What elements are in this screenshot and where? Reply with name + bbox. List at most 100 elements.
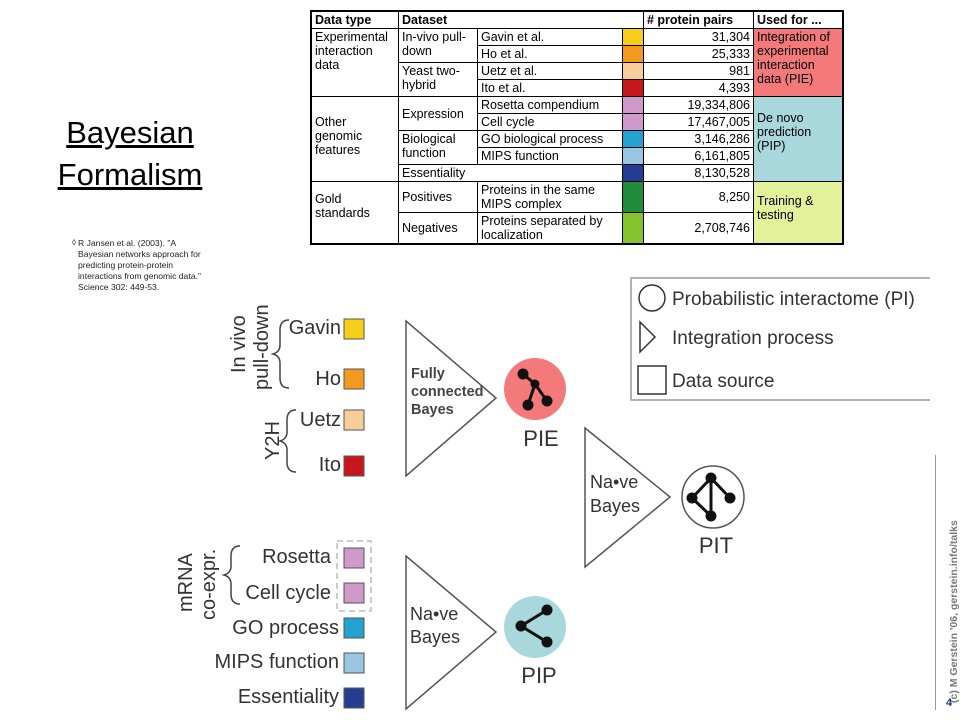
pie-node <box>504 358 566 420</box>
source-square-gavin <box>343 318 365 340</box>
source-label-go: GO process <box>232 617 339 639</box>
brace-y2h <box>277 409 297 473</box>
brace-mrna <box>221 545 241 605</box>
used-for-pie: Integration of experimental interaction … <box>753 28 844 97</box>
color-swatch <box>622 181 644 213</box>
pip-label: PIP <box>521 663 556 688</box>
process-fully-label-1: Fully <box>411 366 445 382</box>
brace-invivo <box>270 319 290 389</box>
credit-line: (c) M Gerstein '06, gerstein.info/talks <box>935 455 960 710</box>
legend-pi: Probabilistic interactome (PI) <box>672 289 915 310</box>
used-for-training: Training & testing <box>753 181 844 245</box>
table-row: Yeast two-hybrid Uetz et al. 981 <box>311 62 843 97</box>
page-number: 4 <box>946 697 953 709</box>
integration-diagram: Probabilistic interactome (PI) Integrati… <box>175 277 930 711</box>
pit-network-icon <box>686 472 736 522</box>
process-fully-label-2: connected <box>411 384 484 400</box>
dataset-name: Proteins in the same MIPS complex <box>477 181 623 213</box>
table-row: Biological function GO biological proces… <box>311 130 843 165</box>
triangle-legend-icon <box>639 320 657 354</box>
process-naive-label-1: Na•ve <box>410 604 458 624</box>
legend: Probabilistic interactome (PI) Integrati… <box>630 277 930 401</box>
process-naive-pit-label-1: Na•ve <box>590 472 638 492</box>
group-experimental: Experimental interaction data <box>310 28 399 97</box>
process-naive-pit-label-2: Bayes <box>590 496 640 516</box>
dataset-name: Gavin et al. <box>477 28 623 46</box>
data-table: Data type Dataset # protein pairs Used f… <box>310 10 844 245</box>
legend-source: Data source <box>672 371 774 392</box>
pie-network-icon <box>517 368 553 411</box>
color-swatch <box>622 45 644 63</box>
group-other: Other genomic features <box>310 96 399 182</box>
process-naive-label-2: Bayes <box>410 627 460 647</box>
table-row: Gold standards Positives Proteins in the… <box>310 181 844 245</box>
used-for-pip: De novo prediction (PIP) <box>753 96 844 182</box>
color-swatch <box>622 164 644 182</box>
process-fully-label-3: Bayes <box>411 402 454 418</box>
source-label-ho: Ho <box>315 368 341 390</box>
source-label-essentiality: Essentiality <box>238 686 339 708</box>
naive-bayes-triangle-pit <box>584 426 672 569</box>
pair-count: 8,250 <box>643 181 754 213</box>
pip-node <box>504 596 566 658</box>
source-label-gavin: Gavin <box>289 317 341 339</box>
legend-integration: Integration process <box>672 328 834 349</box>
subgroup-negatives: Negatives <box>398 212 478 245</box>
table-row: Ito et al. 4,393 <box>311 79 843 97</box>
table-row: Negatives Proteins separated by localiza… <box>311 212 843 245</box>
color-swatch <box>622 28 644 46</box>
slide-title: Bayesian Formalism <box>30 112 230 196</box>
bullet-icon: ◊ <box>72 238 76 247</box>
dataset-name: Ho et al. <box>477 45 623 63</box>
source-label-ito: Ito <box>319 454 341 476</box>
table-row: Experimental interaction data In-vivo pu… <box>310 28 844 97</box>
table-row: Essentiality 8,130,528 <box>311 164 843 182</box>
group-label-y2h: Y2H <box>262 421 284 460</box>
table-row: Cell cycle 17,467,005 <box>311 113 843 131</box>
source-square-mips <box>343 652 365 674</box>
subgroup-positives: Positives <box>398 181 478 213</box>
credit-text: (c) M Gerstein '06, gerstein.info/talks <box>948 520 960 703</box>
dataset-name: Cell cycle <box>477 113 623 131</box>
source-square-ho <box>343 368 365 390</box>
group-gold: Gold standards <box>310 181 399 245</box>
source-square-uetz <box>343 409 365 431</box>
dataset-name: MIPS function <box>477 147 623 165</box>
pair-count: 2,708,746 <box>643 212 754 245</box>
col-header-used-for: Used for ... <box>753 10 844 29</box>
source-square-ito <box>343 455 365 477</box>
mrna-group-box <box>336 540 372 612</box>
pair-count: 3,146,286 <box>643 130 754 148</box>
source-square-cellcycle <box>343 582 365 604</box>
title-line-1: Bayesian <box>66 115 194 150</box>
source-square-essentiality <box>343 687 365 709</box>
dataset-name: GO biological process <box>477 130 623 148</box>
col-header-data-type: Data type <box>310 10 399 29</box>
citation: R Jansen et al. (2003). "A Bayesian netw… <box>78 238 201 292</box>
subgroup-expression: Expression <box>398 96 478 131</box>
table-header-row: Data type Dataset # protein pairs Used f… <box>310 10 844 29</box>
source-label-mips: MIPS function <box>214 651 339 673</box>
group-label-invivo: In vivo <box>228 315 250 373</box>
naive-bayes-triangle-pip <box>405 554 498 711</box>
pair-count: 17,467,005 <box>643 113 754 131</box>
source-label-cellcycle: Cell cycle <box>245 582 331 604</box>
pit-node <box>681 465 745 529</box>
pair-count: 19,334,806 <box>643 96 754 114</box>
source-label-uetz: Uetz <box>300 409 341 431</box>
subgroup-y2h: Yeast two-hybrid <box>398 62 478 97</box>
dataset-name: Proteins separated by localization <box>477 212 623 245</box>
pit-label: PIT <box>699 533 733 558</box>
dataset-name: Rosetta compendium <box>477 96 623 114</box>
source-square-go <box>343 617 365 639</box>
source-label-rosetta: Rosetta <box>262 546 332 568</box>
fully-connected-bayes-triangle <box>405 319 498 478</box>
group-label-mrna: mRNA <box>175 552 197 612</box>
group-label-coexpr: co-expr. <box>198 549 220 620</box>
source-square-rosetta <box>343 547 365 569</box>
table-row: Ho et al. 25,333 <box>311 45 843 63</box>
table-row: Other genomic features Expression Rosett… <box>310 96 844 182</box>
title-line-2: Formalism <box>57 157 203 192</box>
group-label-pulldown: pull-down <box>251 304 273 390</box>
pie-label: PIE <box>523 426 558 451</box>
